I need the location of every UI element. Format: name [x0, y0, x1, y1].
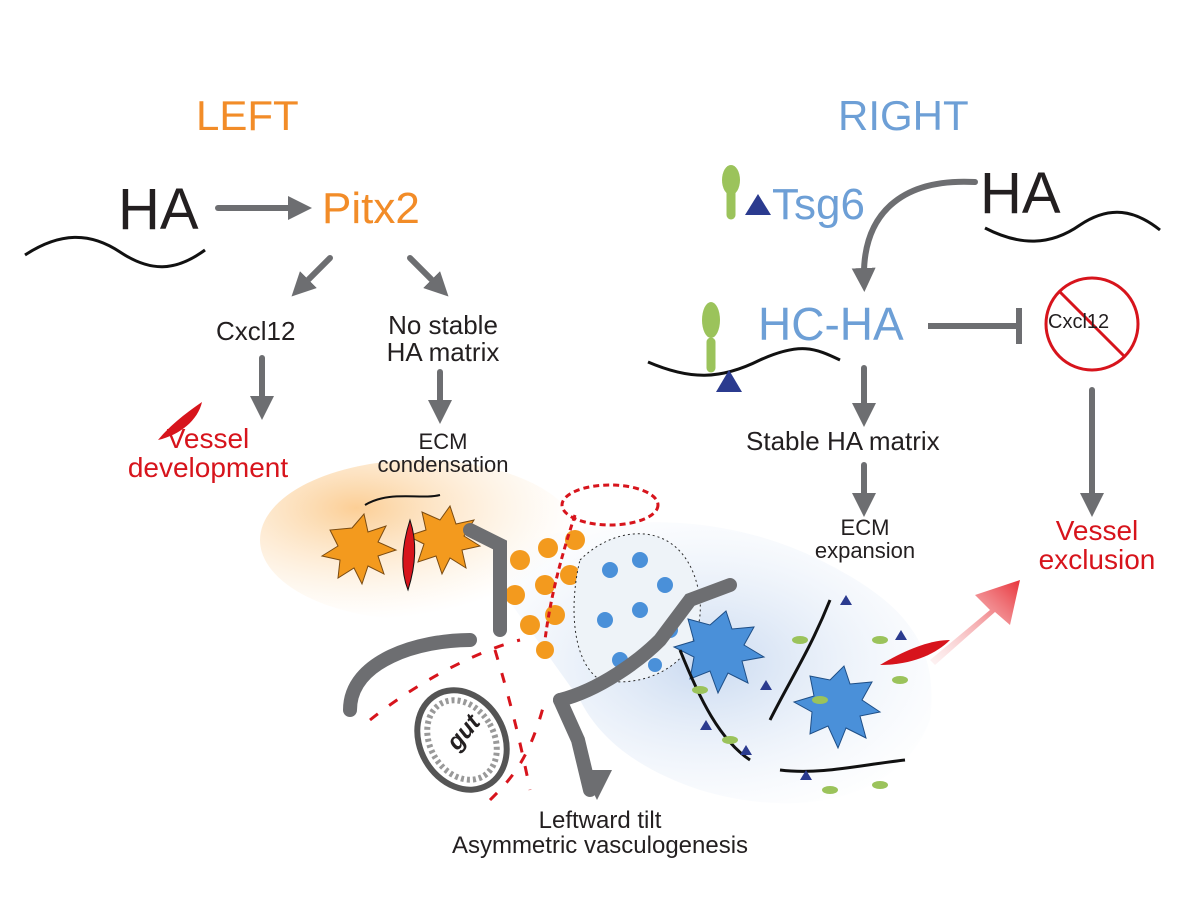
gut-icon [414, 687, 510, 793]
cxcl12-label-left: Cxcl12 [216, 316, 296, 346]
arrow-pitx2-cxcl12 [291, 255, 333, 297]
arrow-ha-hcha [851, 178, 978, 292]
ha-chain-right [984, 210, 1161, 243]
ha-chain-hcha [647, 347, 841, 377]
vessel-exclusion-label: Vessel exclusion [1038, 515, 1156, 576]
pitx2-label: Pitx2 [322, 184, 420, 233]
vessel-cell-right [880, 640, 950, 665]
inhibition-arrow [928, 308, 1022, 344]
vessel-cell-icon [158, 402, 202, 440]
no-stable-matrix-label: No stable HA matrix [386, 310, 500, 368]
hc-ha-label: HC-HA [758, 298, 904, 350]
exclusion-arrow [930, 580, 1020, 665]
vessel-development-label: Vessel development [127, 423, 289, 484]
tsg6-label: Tsg6 [772, 180, 865, 229]
cxcl12-blocked-icon [1044, 276, 1140, 372]
left-side-label: LEFT [196, 92, 299, 139]
ha-label-right: HA [980, 161, 1061, 226]
ha-label-left: HA [118, 177, 199, 242]
ecm-expansion-label: ECM expansion [814, 515, 916, 564]
ecm-condensation-label: ECM condensation [377, 429, 509, 478]
cxcl12-blocked-label: Cxcl12 [1048, 311, 1110, 333]
heavy-chain-icon [722, 165, 740, 220]
hcha-complex-icon [702, 302, 742, 392]
tissue-illustration [260, 460, 1020, 804]
tsg6-triangle-icon [745, 194, 771, 215]
bottom-caption: Leftward tilt Asymmetric vasculogenesis [451, 807, 749, 860]
arrow-pitx2-nomatrix [407, 255, 449, 297]
right-side-label: RIGHT [838, 92, 969, 139]
stable-matrix-label: Stable HA matrix [746, 426, 940, 456]
down-arrow [582, 770, 612, 800]
ha-chain-left [24, 235, 206, 269]
